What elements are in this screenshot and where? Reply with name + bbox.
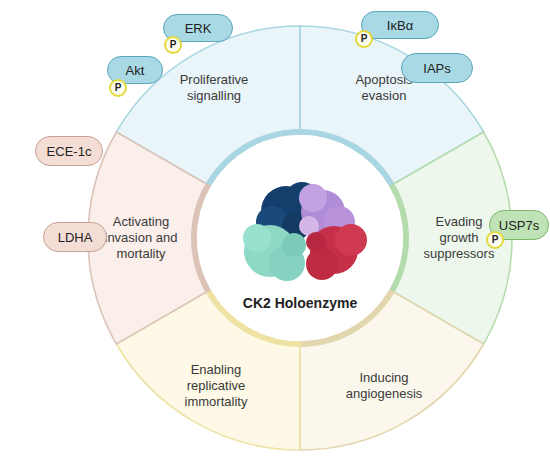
phospho-label: P — [115, 83, 122, 93]
protein-pill: IκBαP — [361, 11, 439, 39]
hallmark-label: Activating invasion and mortality — [95, 214, 187, 262]
phospho-badge: P — [109, 79, 127, 97]
phospho-label: P — [361, 34, 368, 44]
core-text-block: CK2 Holoenzyme — [200, 295, 400, 311]
hallmark-label: Enabling replicative immortality — [174, 362, 258, 410]
protein-name: Akt — [126, 63, 145, 78]
protein-name: LDHA — [58, 230, 93, 245]
protein-pill: LDHA — [43, 222, 107, 252]
enzyme-title: CK2 Holoenzyme — [200, 295, 400, 311]
segment-text-block: Proliferative signalling — [168, 72, 260, 104]
phospho-badge: P — [486, 231, 504, 249]
segment-text-block: Enabling replicative immortality — [174, 362, 258, 410]
protein-name: IAPs — [423, 61, 450, 76]
protein-name: USP7s — [499, 218, 539, 233]
protein-pill: ECE-1c — [35, 136, 103, 166]
protein-name: ECE-1c — [47, 144, 92, 159]
protein-name: IκBα — [387, 18, 413, 33]
phospho-label: P — [492, 235, 499, 245]
phospho-badge: P — [164, 36, 182, 54]
hallmark-label: Proliferative signalling — [168, 72, 260, 104]
segment-text-block: Activating invasion and mortality — [95, 214, 187, 262]
protein-pill: AktP — [107, 56, 163, 84]
protein-pill: USP7sP — [489, 210, 549, 240]
segment-text-block: Inducing angiogenesis — [339, 370, 429, 402]
phospho-badge: P — [355, 30, 373, 48]
phospho-label: P — [170, 40, 177, 50]
hallmark-label: Inducing angiogenesis — [339, 370, 429, 402]
protein-name: ERK — [185, 21, 212, 36]
protein-pill: ERKP — [163, 14, 233, 42]
core-circle: CK2 Holoenzyme — [200, 138, 400, 338]
protein-pill: IAPs — [401, 53, 473, 83]
